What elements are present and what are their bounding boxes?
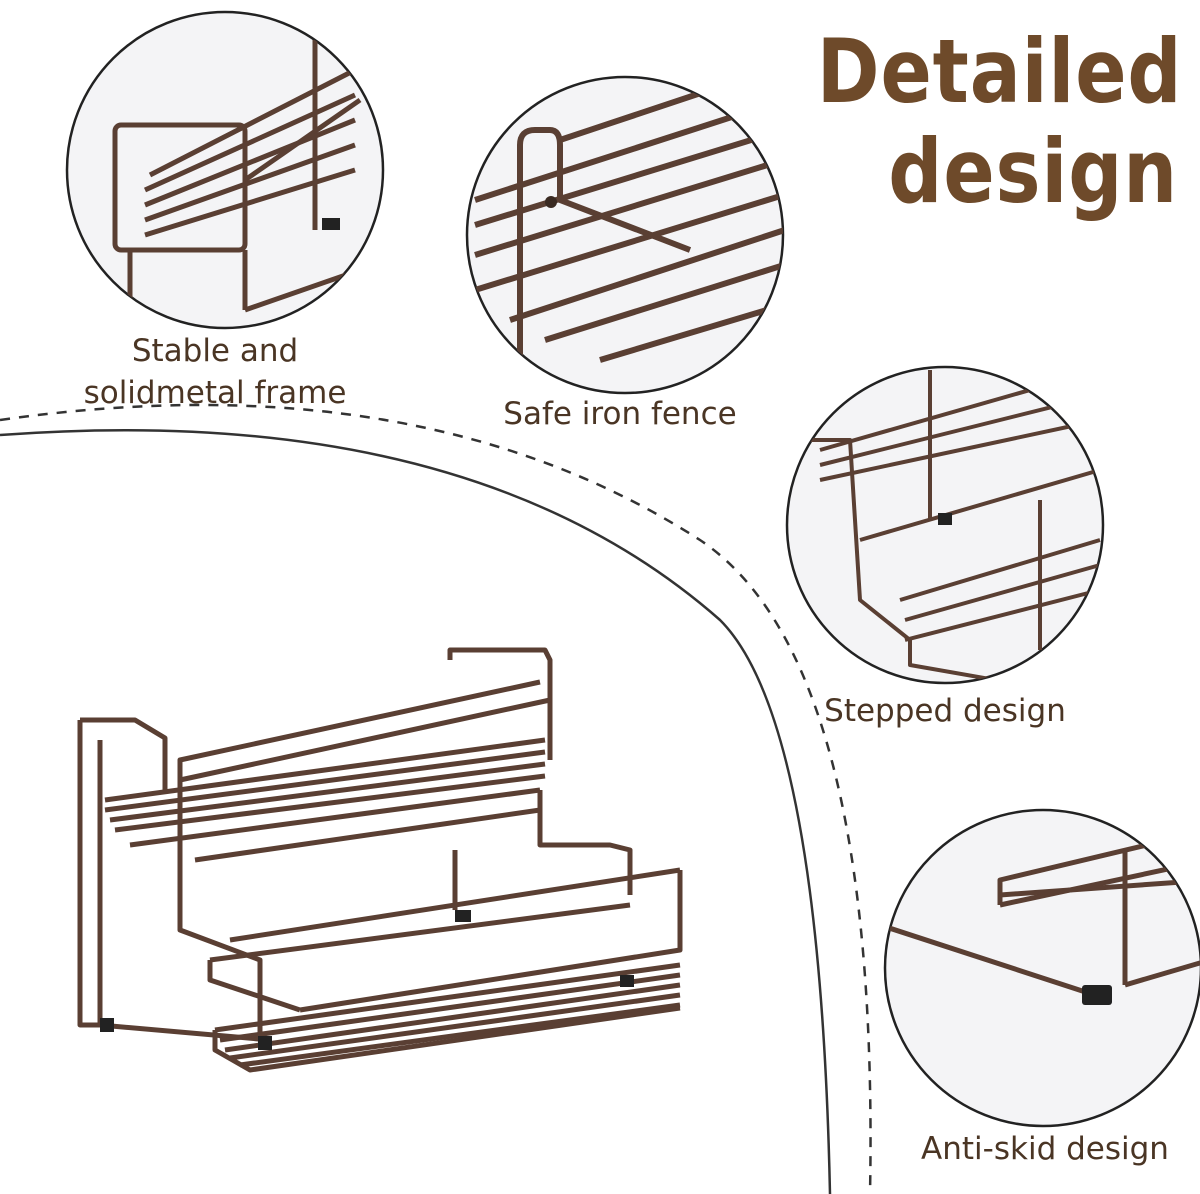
dashed-arc — [0, 403, 872, 1194]
caption-stable-line-1: Stable and — [131, 333, 299, 369]
caption-safe-fence: Safe iron fence — [503, 396, 737, 432]
caption-stepped-design: Stepped design — [824, 693, 1066, 729]
detail-circle-fence — [465, 75, 785, 395]
detail-circle-frame — [65, 10, 385, 330]
main-rack — [77, 647, 683, 1073]
caption-anti-skid: Anti-skid design — [921, 1131, 1169, 1167]
detail-circle-antiskid — [883, 808, 1200, 1128]
headline: Detailed design — [816, 20, 1183, 223]
solid-arc — [0, 428, 832, 1194]
caption-stable-frame: Stable and solidmetal frame — [60, 330, 370, 414]
caption-stable-line-2: solidmetal frame — [83, 375, 347, 411]
rack-feet — [100, 910, 634, 1050]
headline-line-2: design — [888, 120, 1178, 223]
detail-circle-stepped — [785, 365, 1105, 685]
headline-line-1: Detailed — [816, 20, 1183, 123]
